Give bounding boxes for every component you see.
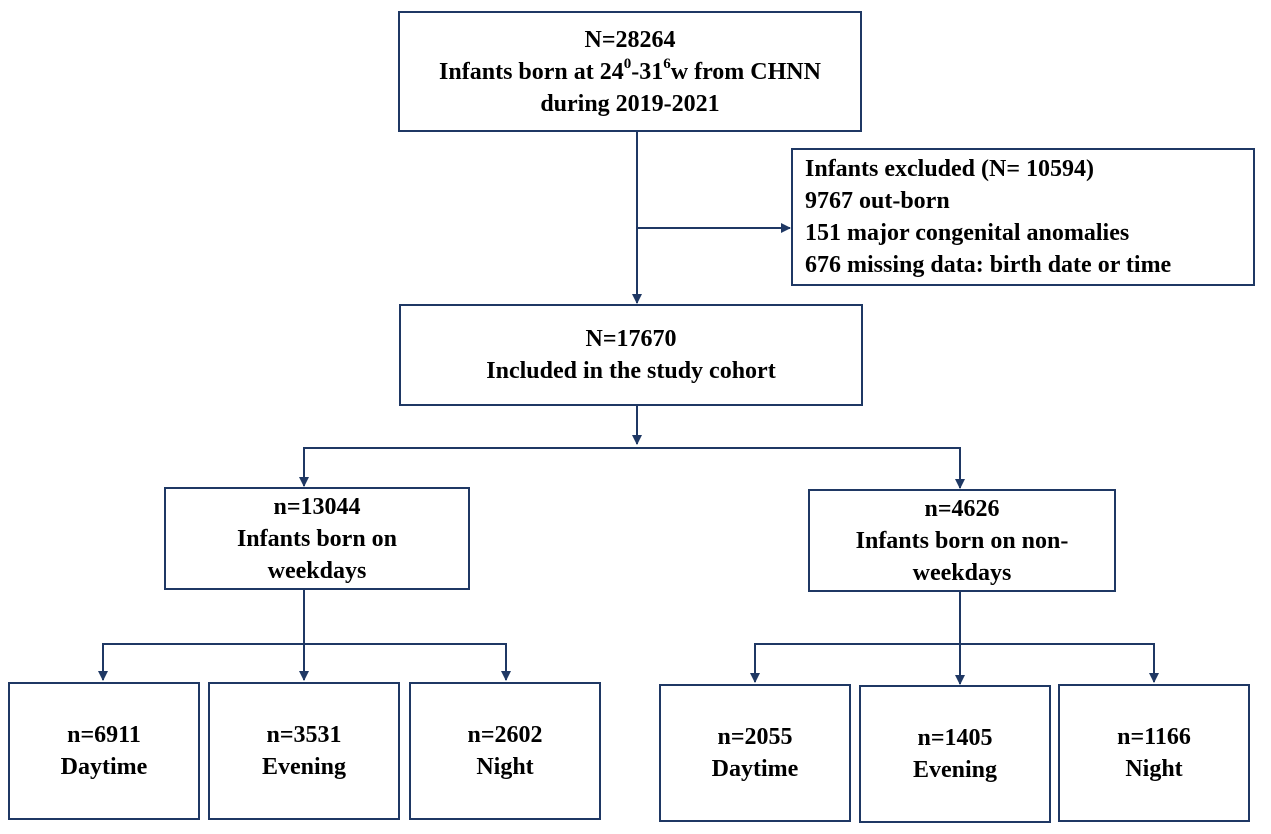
nonweekday-night-box: n=1166 Night [1058, 684, 1250, 822]
cohort-label: Included in the study cohort [486, 358, 776, 384]
top-period: during 2019-2021 [540, 90, 720, 117]
leaf-label: Evening [912, 757, 998, 783]
excluded-box: Infants excluded (N= 10594) 9767 out-bor… [791, 148, 1255, 286]
excluded-title: Infants excluded (N= 10594) [805, 156, 1095, 182]
leaf-count: n=6911 [67, 722, 141, 748]
leaf-label: Daytime [711, 756, 799, 782]
nonweekday-count: n=4626 [924, 495, 1000, 522]
leaf-count: n=1166 [1117, 724, 1191, 750]
leaf-label: Evening [261, 754, 347, 780]
leaf-count: n=3531 [266, 722, 342, 748]
leaf-label: Daytime [60, 754, 148, 780]
leaf-count: n=2055 [717, 724, 793, 750]
connector-nonweekday-branches [754, 643, 1155, 682]
excluded-item: 9767 out-born [805, 188, 950, 214]
nonweekday-evening-box: n=1405 Evening [859, 685, 1051, 823]
cohort-count: N=17670 [585, 326, 677, 352]
leaf-label: Night [476, 754, 534, 780]
weekday-count: n=13044 [273, 493, 361, 520]
weekday-evening-box: n=3531 Evening [208, 682, 400, 820]
weekday-daytime-box: n=6911 Daytime [8, 682, 200, 820]
weekday-label-line1: Infants born on [236, 525, 398, 552]
weekday-label-line2: weekdays [267, 557, 367, 584]
leaf-count: n=1405 [917, 725, 993, 751]
weekday-box: n=13044 Infants born on weekdays [164, 487, 470, 590]
top-box: N=28264 Infants born at 240-316w from CH… [398, 11, 862, 132]
cohort-box: N=17670 Included in the study cohort [399, 304, 863, 406]
top-count: N=28264 [584, 26, 676, 53]
weekday-night-box: n=2602 Night [409, 682, 601, 820]
leaf-count: n=2602 [467, 722, 543, 748]
excluded-item: 151 major congenital anomalies [805, 220, 1130, 246]
nonweekday-box: n=4626 Infants born on non- weekdays [808, 489, 1116, 592]
nonweekday-label-line1: Infants born on non- [855, 527, 1069, 554]
top-population-line: Infants born at 240-316w from CHNN [439, 55, 821, 85]
excluded-item: 676 missing data: birth date or time [805, 252, 1172, 278]
leaf-label: Night [1125, 756, 1183, 782]
nonweekday-daytime-box: n=2055 Daytime [659, 684, 851, 822]
nonweekday-label-line2: weekdays [912, 559, 1012, 586]
connector-split-subgroups [303, 447, 961, 488]
